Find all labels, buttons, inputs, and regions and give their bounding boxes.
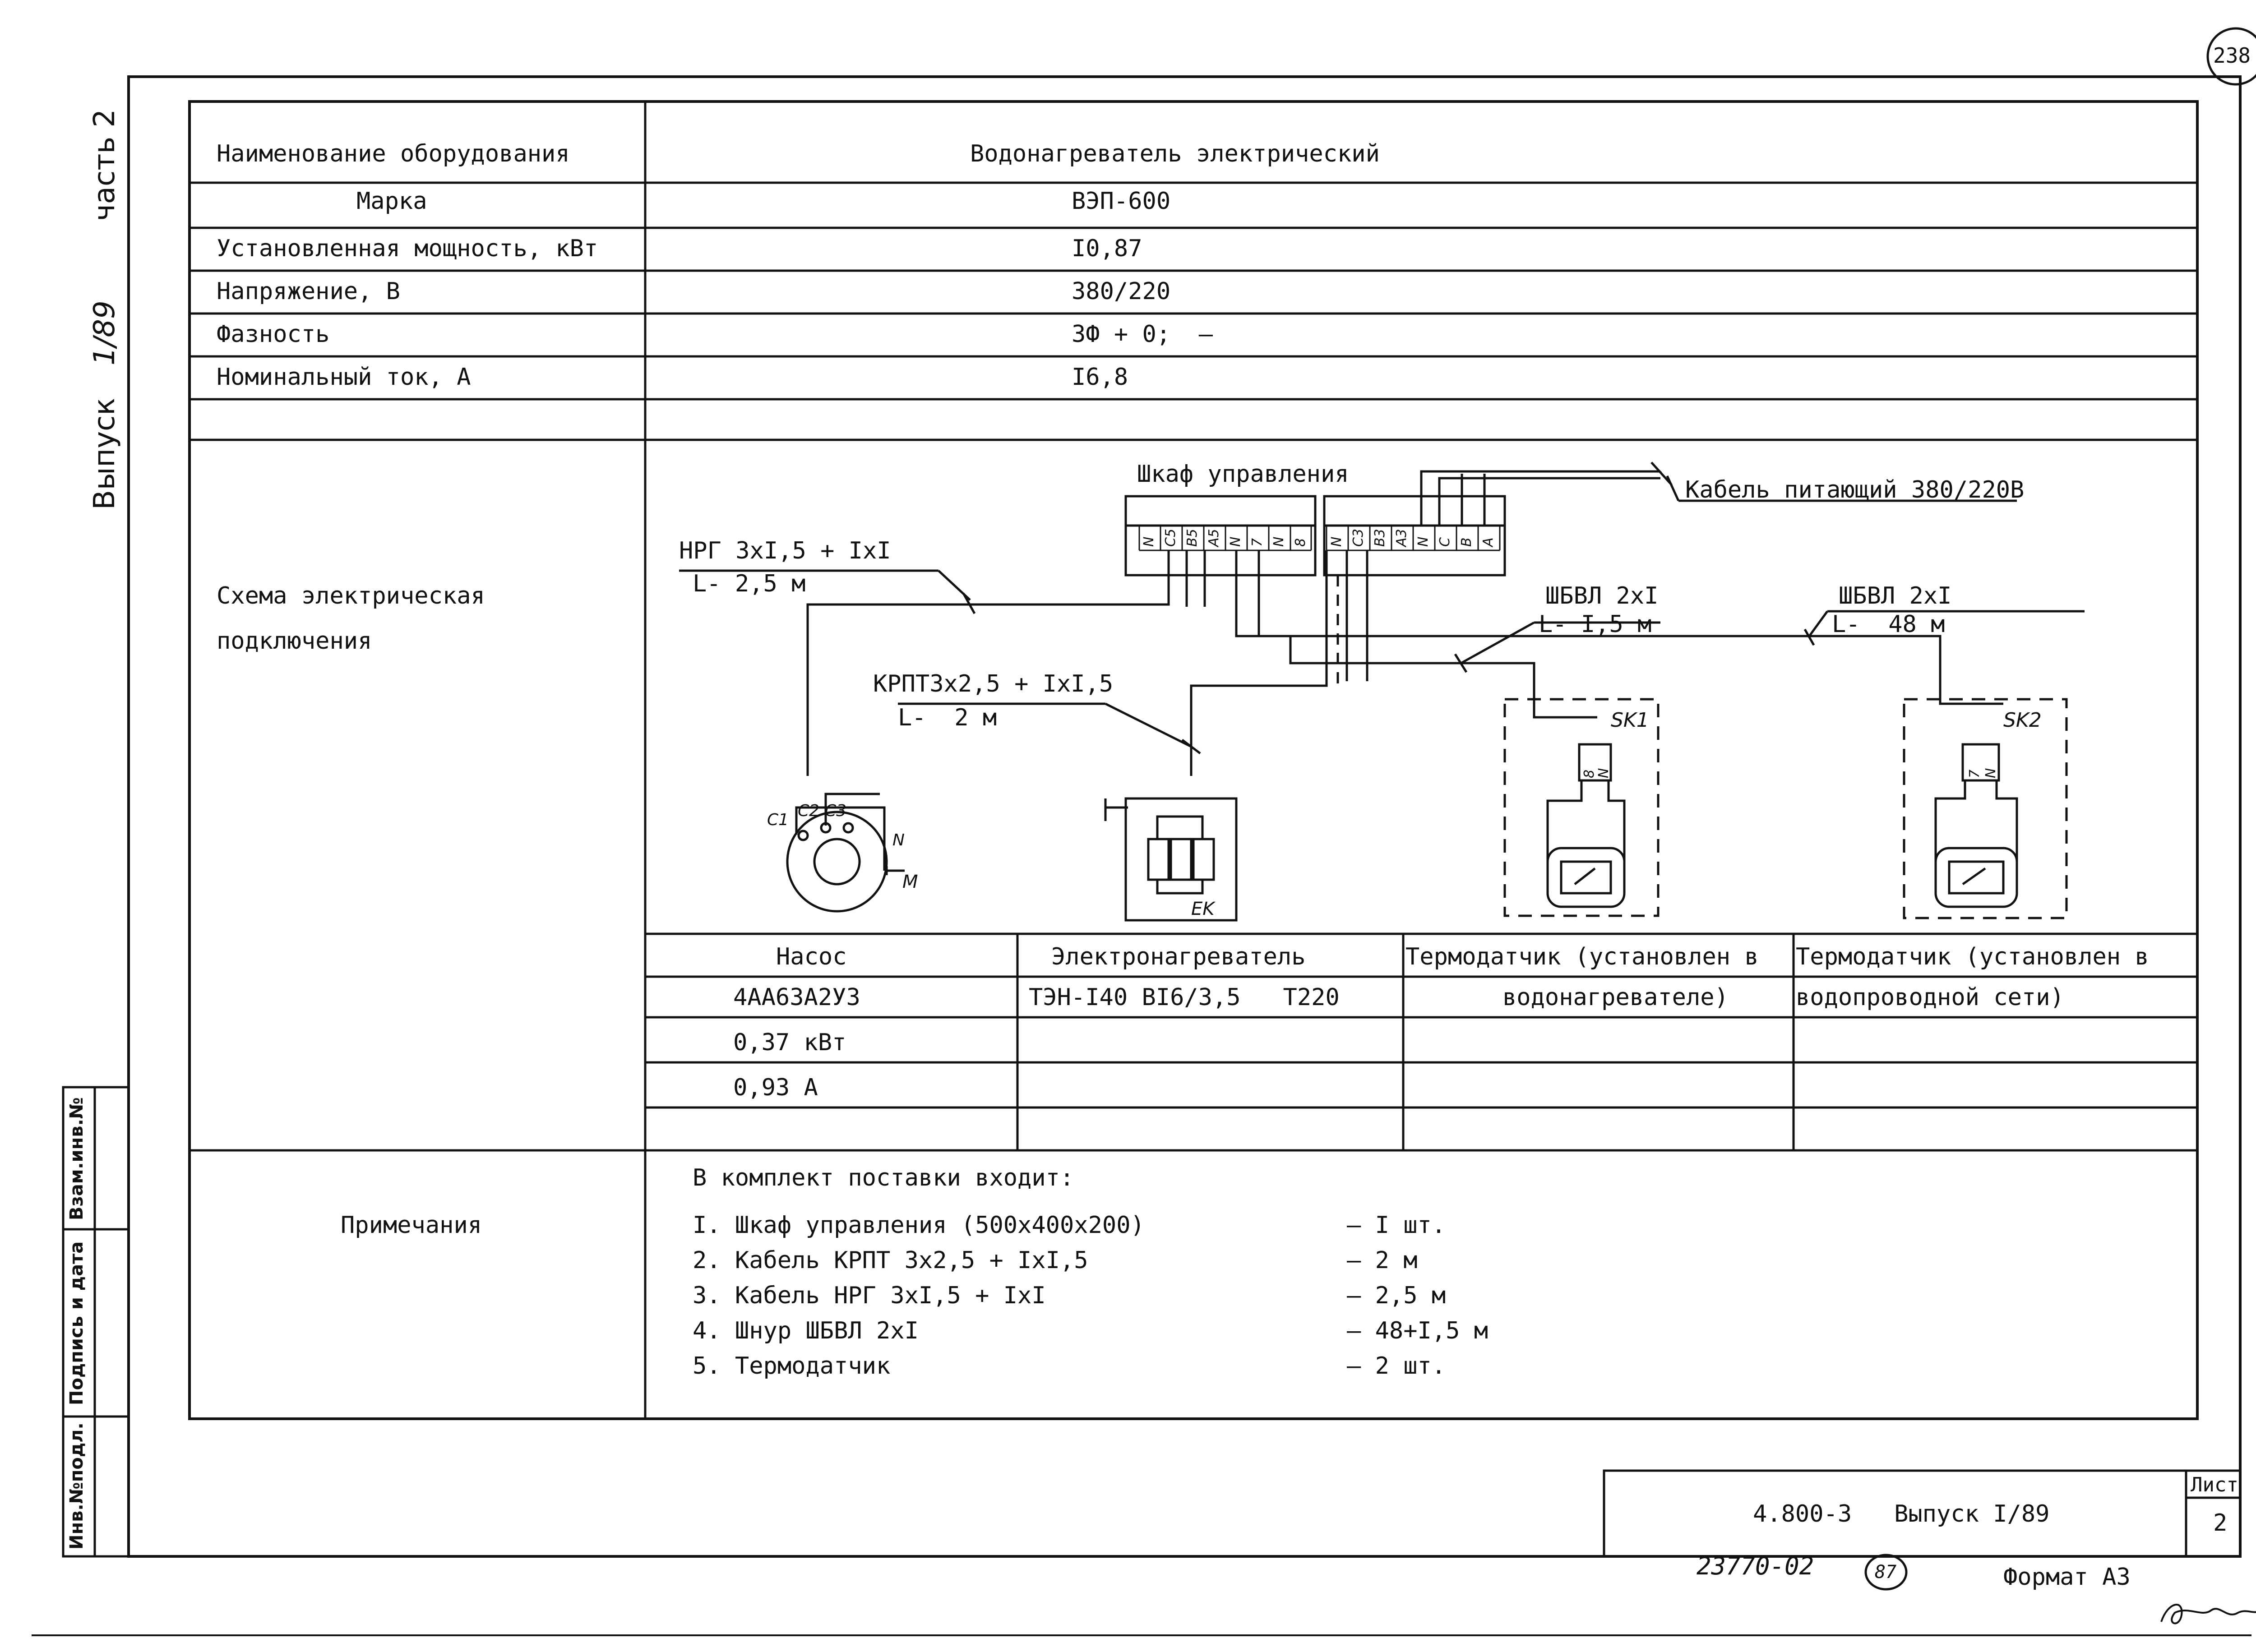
sheet-number: 238 (2213, 43, 2251, 68)
motor-c1-label: C1 (767, 811, 789, 829)
pump-current: 0,93 А (733, 1074, 818, 1101)
terminal-label: 8 (1293, 538, 1308, 547)
terminal-label: B3 (1372, 529, 1388, 547)
row-value-voltage: 380/220 (1072, 278, 1171, 305)
supply-cable-label: Кабель питающий 380/220В (1685, 476, 2025, 503)
sk2-terminal: 7 (1967, 769, 1983, 778)
terminal-label: B5 (1184, 529, 1200, 547)
pump-power: 0,37 кВт (733, 1029, 846, 1056)
notes-item: 4. Шнур ШБВЛ 2хI (693, 1317, 919, 1344)
notes-item-qty: – 48+I,5 м (1347, 1317, 1489, 1344)
row-value-power: I0,87 (1072, 235, 1142, 262)
sk1-terminal: 8 (1581, 769, 1597, 778)
document-code: 4.800-3 Выпуск I/89 (1753, 1500, 2050, 1527)
scheme-label-1: Схема электрическая (217, 582, 485, 609)
equipment-col-heater: Электронагреватель (1051, 943, 1306, 970)
terminal-label: A5 (1206, 529, 1222, 547)
notes-item: I. Шкаф управления (500х400х200) (693, 1212, 1145, 1239)
terminal-label: C (1437, 537, 1453, 547)
cable-shbvl2-label: ШБВЛ 2хI (1839, 582, 1952, 609)
terminal-label: N (1329, 536, 1345, 547)
terminal-label: N (1271, 536, 1287, 547)
row-value-brand: ВЭП-600 (1072, 188, 1171, 215)
cable-nrg-label: НРГ 3хI,5 + IхI (679, 537, 891, 564)
sk2-label: SK2 (2003, 709, 2042, 732)
row-value-current: I6,8 (1072, 364, 1128, 391)
terminal-label: N (1228, 536, 1244, 547)
stamp-signature-label: Подпись и дата (66, 1241, 87, 1405)
sheet-label: Лист (2191, 1473, 2238, 1496)
sk1-terminal: N (1596, 768, 1612, 778)
notes-item-qty: – 2 шт. (1347, 1352, 1446, 1380)
cable-nrg-length: L- 2,5 м (693, 570, 806, 597)
motor-m-label: M (902, 872, 918, 892)
terminal-label: N (1415, 536, 1431, 547)
heater-label: EK (1191, 899, 1215, 919)
notes-item: 3. Кабель НРГ 3хI,5 + IхI (693, 1282, 1046, 1309)
equipment-col-sensor1: Термодатчик (установлен в (1405, 943, 1759, 970)
notes-item-qty: – 2 м (1347, 1247, 1418, 1274)
terminal-label: A (1480, 537, 1496, 547)
terminal-label: B (1459, 537, 1475, 547)
cable-krpt-length: L- 2 м (898, 704, 997, 731)
row-label-equipment: Наименование оборудования (217, 140, 570, 167)
row-label-power: Установленная мощность, кВт (217, 235, 598, 262)
notes-item-qty: – I шт. (1347, 1212, 1446, 1239)
stamp-inventory-label: Инв.№подл. (66, 1422, 87, 1550)
cable-krpt-label: КРПТ3х2,5 + IхI,5 (873, 670, 1114, 697)
notes-item: 2. Кабель КРПТ 3х2,5 + IхI,5 (693, 1247, 1088, 1274)
notes-intro: В комплект поставки входит: (693, 1164, 1074, 1191)
pump-model: 4АА63А2У3 (733, 984, 860, 1011)
row-value-phase: 3Ф + 0; – (1072, 321, 1213, 348)
notes-label: Примечания (341, 1212, 482, 1239)
motor-c3-label: C3 (825, 802, 847, 820)
row-label-phase: Фазность (217, 321, 330, 348)
row-label-current: Номинальный ток, А (217, 364, 471, 391)
notes-item-qty: – 2,5 м (1347, 1282, 1446, 1309)
format-label: Формат А3 (2003, 1564, 2131, 1591)
cable-shbvl1-label: ШБВЛ 2хI (1545, 582, 1659, 609)
inventory-number: 23770-02 (1697, 1552, 1814, 1580)
scheme-label-2: подключения (217, 628, 372, 655)
sheet-value: 2 (2213, 1509, 2228, 1537)
row-label-brand: Марка (356, 188, 427, 215)
sk1-label: SK1 (1611, 709, 1649, 732)
sensor1-location: водонагревателе) (1502, 984, 1729, 1011)
motor-c2-label: C2 (798, 802, 820, 820)
terminal-label: C5 (1163, 528, 1179, 547)
side-issue: Выпуск (88, 398, 121, 510)
heater-model: ТЭН-I40 ВI6/3,5 Т220 (1029, 984, 1340, 1011)
terminal-label: C3 (1350, 528, 1366, 547)
notes-item: 5. Термодатчик (693, 1352, 891, 1380)
cable-shbvl1-length: L- I,5 м (1539, 611, 1652, 638)
row-value-equipment: Водонагреватель электрический (970, 140, 1380, 167)
equipment-col-sensor2: Термодатчик (установлен в (1796, 943, 2149, 970)
terminal-label: N (1141, 536, 1157, 547)
terminal-label: A3 (1394, 529, 1410, 547)
side-issue-number: 1/89 (88, 300, 121, 365)
row-label-voltage: Напряжение, В (217, 278, 400, 305)
terminal-label: 7 (1249, 538, 1265, 547)
cabinet-title: Шкаф управления (1137, 461, 1349, 488)
stamp-replace-label: Взам.инв.№ (66, 1097, 87, 1220)
side-part: часть 2 (88, 109, 121, 221)
footer-circle-number: 87 (1875, 1562, 1897, 1583)
motor-n-label: N (892, 831, 905, 849)
cable-shbvl2-length: L- 48 м (1832, 611, 1945, 638)
sensor2-location: водопроводной сети) (1796, 984, 2064, 1011)
equipment-col-pump: Насос (776, 943, 847, 970)
sk2-terminal: N (1983, 768, 1999, 778)
